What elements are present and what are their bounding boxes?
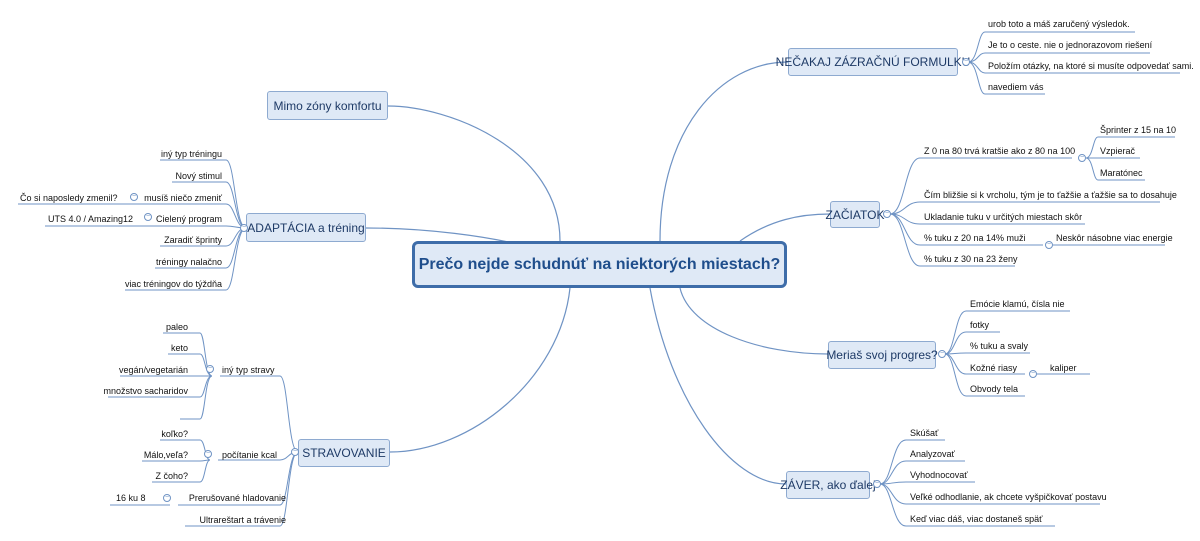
collapse-icon[interactable]: − — [206, 365, 214, 373]
leaf-zaradit-sprinty[interactable]: Zaradiť šprinty — [164, 235, 222, 245]
leaf-z-coho[interactable]: Z čoho? — [155, 471, 188, 481]
central-topic[interactable]: Prečo nejde schudnúť na niektorých miest… — [412, 241, 787, 288]
leaf-necakaj-4[interactable]: navediem vás — [988, 82, 1044, 92]
leaf-cieleny-program[interactable]: Cielený program — [155, 214, 222, 224]
leaf-necakaj-2[interactable]: Je to o ceste. nie o jednorazovom riešen… — [988, 40, 1153, 50]
leaf-ked-viac[interactable]: Keď viac dáš, viac dostaneš späť — [910, 514, 1043, 524]
collapse-icon[interactable]: − — [1045, 241, 1053, 249]
topic-stravovanie[interactable]: STRAVOVANIE — [298, 439, 390, 467]
topic-meras-progres[interactable]: Meriaš svoj progres? — [826, 341, 938, 369]
leaf-paleo[interactable]: paleo — [165, 322, 188, 332]
topic-adaptacia[interactable]: ADAPTÁCIA a tréning — [246, 213, 366, 242]
topic-zaciatok[interactable]: ZAČIATOK — [826, 201, 884, 228]
leaf-zaciatok-z0[interactable]: Z 0 na 80 trvá kratšie ako z 80 na 100 — [924, 146, 1076, 156]
leaf-pocitanie-kcal[interactable]: počítanie kcal — [222, 450, 278, 460]
leaf-skusat[interactable]: Skúšať — [910, 428, 939, 438]
leaf-naposledy-zmenil[interactable]: Čo si naposledy zmenil? — [20, 193, 118, 203]
leaf-keto[interactable]: keto — [170, 343, 188, 353]
leaf-iny-typ-treningu[interactable]: iný typ tréningu — [160, 149, 222, 159]
topic-mimo-zony-komfortu[interactable]: Mimo zóny komfortu — [267, 91, 388, 120]
collapse-icon[interactable]: − — [130, 193, 138, 201]
leaf-zaciatok-vrchol[interactable]: Čím bližšie si k vrcholu, tým je to ťažš… — [924, 190, 1177, 200]
leaf-vyhodnocovat[interactable]: Vyhodnocovať — [910, 470, 968, 480]
leaf-tuku-svaly[interactable]: % tuku a svaly — [970, 341, 1029, 351]
leaf-maratonec[interactable]: Maratónec — [1100, 168, 1143, 178]
collapse-icon[interactable]: − — [1029, 370, 1037, 378]
leaf-novy-stimul[interactable]: Nový stimul — [175, 171, 222, 181]
collapse-icon[interactable]: − — [873, 480, 881, 488]
collapse-icon[interactable]: − — [163, 494, 171, 502]
collapse-icon[interactable]: − — [1078, 154, 1086, 162]
leaf-vzpierac[interactable]: Vzpierač — [1100, 146, 1136, 156]
collapse-icon[interactable]: − — [962, 58, 970, 66]
leaf-prerusovane[interactable]: Prerušované hladovanie — [188, 493, 286, 503]
leaf-kozne-riasy[interactable]: Kožné riasy — [970, 363, 1018, 373]
leaf-ultrarestart[interactable]: Ultrareštart a trávenie — [199, 515, 286, 525]
leaf-viac-treningov[interactable]: viac tréningov do týždňa — [124, 279, 222, 289]
leaf-sacharidy[interactable]: množstvo sacharidov — [103, 386, 188, 396]
leaf-sprinter[interactable]: Šprinter z 15 na 10 — [1100, 125, 1177, 135]
leaf-zaciatok-zeny[interactable]: % tuku z 30 na 23 ženy — [924, 254, 1018, 264]
leaf-necakaj-3[interactable]: Položím otázky, na ktoré si musíte odpov… — [988, 61, 1194, 71]
leaf-kaliper[interactable]: kaliper — [1050, 363, 1077, 373]
leaf-kolko[interactable]: koľko? — [161, 429, 188, 439]
leaf-odhodlanie[interactable]: Veľké odhodlanie, ak chcete vyšpičkovať … — [910, 492, 1107, 502]
leaf-treningy-nalacno[interactable]: tréningy nalačno — [155, 257, 222, 267]
leaf-16-ku-8[interactable]: 16 ku 8 — [116, 493, 146, 503]
collapse-icon[interactable]: − — [204, 450, 212, 458]
leaf-nieskor[interactable]: Neskôr násobne viac energie — [1056, 233, 1173, 243]
leaf-zaciatok-muzi[interactable]: % tuku z 20 na 14% muži — [924, 233, 1026, 243]
leaf-emocie[interactable]: Emócie klamú, čísla nie — [970, 299, 1065, 309]
collapse-icon[interactable]: − — [291, 448, 299, 456]
leaf-necakaj-1[interactable]: urob toto a máš zaručený výsledok. — [988, 19, 1130, 29]
leaf-musis-zmenit[interactable]: musíš niečo zmeniť — [144, 193, 222, 203]
collapse-icon[interactable]: − — [938, 350, 946, 358]
leaf-obvody[interactable]: Obvody tela — [970, 384, 1019, 394]
leaf-zaciatok-ukladanie[interactable]: Ukladanie tuku v určitých miestach skôr — [924, 212, 1083, 222]
topic-necakaj[interactable]: NEČAKAJ ZÁZRAČNÚ FORMULKU — [776, 48, 970, 76]
leaf-uts[interactable]: UTS 4.0 / Amazing12 — [48, 214, 134, 224]
leaf-vegan[interactable]: vegán/vegetarián — [118, 365, 188, 375]
leaf-iny-typ-stravy[interactable]: iný typ stravy — [222, 365, 275, 375]
leaf-malo-vela[interactable]: Málo,veľa? — [143, 450, 188, 460]
leaf-fotky[interactable]: fotky — [970, 320, 990, 330]
collapse-icon[interactable]: − — [240, 224, 248, 232]
leaf-analyzovat[interactable]: Analyzovať — [910, 449, 955, 459]
topic-zaver[interactable]: ZÁVER, ako ďalej — [780, 471, 876, 499]
collapse-icon[interactable]: − — [144, 213, 152, 221]
collapse-icon[interactable]: − — [883, 210, 891, 218]
